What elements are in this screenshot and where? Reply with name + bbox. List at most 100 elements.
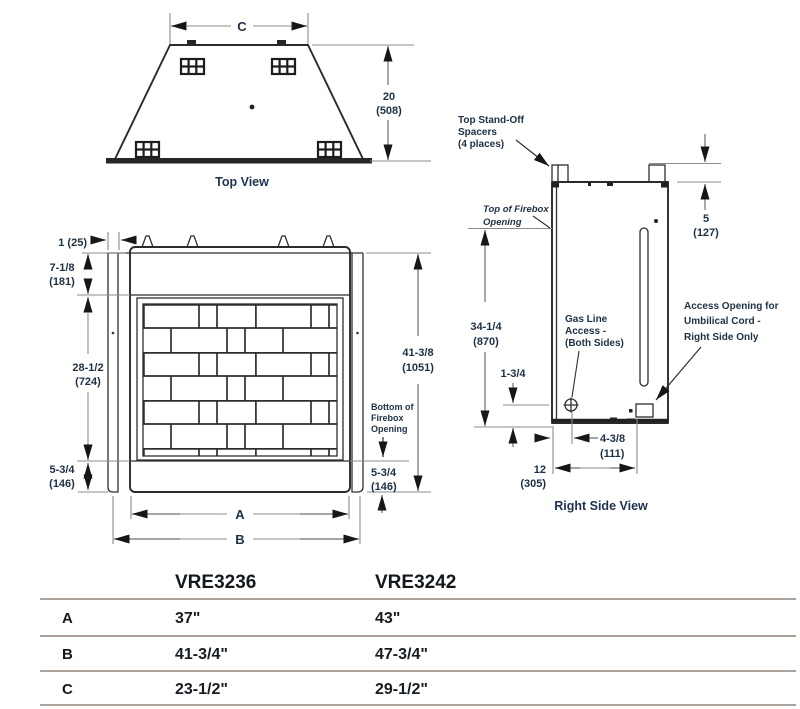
row-value-vre3236: 37" [175, 610, 201, 627]
dim-gas-offset-value: 4-3/8 [600, 433, 625, 445]
top-clip [607, 182, 613, 186]
side-channel-slot [639, 227, 649, 387]
side-body-outline [551, 181, 669, 424]
dim-c-label: C [237, 19, 247, 34]
screw-dot [629, 409, 633, 413]
dim-firebox-height-value: 34-1/4 [470, 321, 502, 333]
dim-extension-lines [107, 232, 120, 250]
table-rule [40, 598, 796, 600]
corner-bracket [661, 182, 668, 188]
dim-topband-metric: (181) [49, 276, 75, 288]
right-side-view: 5 (127) Top Stand-Off Spacers (4 places)… [458, 115, 779, 513]
base-clip [610, 417, 617, 420]
dim-hearth-left-value: 5-3/4 [49, 464, 75, 476]
dim-extension-lines [169, 13, 309, 44]
dimension-drawing: C 20 (508) Top View [49, 13, 779, 547]
dim-extension-lines [649, 162, 721, 183]
nailing-flanges [107, 253, 364, 493]
dim-gas-height-label: 1-3/4 [500, 368, 526, 380]
dim-topband-value: 7-1/8 [49, 262, 74, 274]
row-value-vre3236: 23-1/2" [175, 681, 228, 698]
vent-grille [134, 140, 161, 159]
side-view-title: Right Side View [554, 499, 648, 513]
table-column-header-2: VRE3242 [375, 572, 457, 593]
row-label: A [62, 610, 73, 627]
dim-depth-value: 20 [383, 91, 395, 103]
note-bottom-firebox-line3: Opening [371, 424, 408, 434]
vent-grille [270, 57, 297, 76]
top-view-front-edge [106, 158, 372, 164]
label-umbilical-line1: Access Opening for [684, 301, 779, 312]
label-umbilical-line3: Right Side Only [684, 332, 759, 343]
row-value-vre3242: 43" [375, 610, 401, 627]
top-view: C 20 (508) Top View [106, 13, 431, 189]
note-bottom-firebox-line2: Firebox [371, 413, 404, 423]
dim-opening-value: 28-1/2 [72, 362, 103, 374]
vent-grille [316, 140, 343, 159]
label-gas-line3: (Both Sides) [565, 338, 624, 349]
dim-spacer-value: 5 [703, 213, 709, 225]
standoff-spacer [648, 164, 666, 183]
dim-extension-lines [366, 252, 431, 493]
table-rule [40, 670, 796, 672]
dim-extension-lines [77, 460, 409, 493]
dim-overall-metric: (1051) [402, 362, 434, 374]
table-column-header-1: VRE3236 [175, 572, 257, 593]
dim-hearth-right-metric: (146) [371, 481, 397, 493]
dim-extension-lines [112, 496, 361, 544]
top-view-title: Top View [215, 175, 269, 189]
umbilical-opening [635, 403, 654, 418]
label-spacers-line2: Spacers [458, 127, 497, 138]
dim-depth-metric: (508) [376, 105, 402, 117]
flange-hole [111, 331, 115, 335]
top-clip [588, 182, 591, 186]
row-value-vre3242: 47-3/4" [375, 646, 428, 663]
corner-bracket [552, 182, 559, 188]
dimension-table: VRE3236 VRE3242 A 37" 43" B 41-3/4" 47-3… [40, 570, 796, 709]
center-hole [249, 104, 255, 110]
front-body-outline [129, 246, 351, 493]
dim-hearth-left-metric: (146) [49, 478, 75, 490]
base-clip [627, 418, 635, 422]
standoff-spacer [551, 164, 569, 183]
table-rule [40, 704, 796, 706]
dim-overall-value: 41-3/8 [402, 347, 433, 359]
dim-spacer-metric: (127) [693, 227, 719, 239]
top-tab [277, 40, 286, 45]
dim-extension-lines [312, 44, 431, 162]
dim-b-label: B [235, 532, 244, 547]
top-tab [187, 40, 196, 45]
label-umbilical-line2: Umbilical Cord - [684, 316, 761, 327]
label-top-firebox-line2: Opening [483, 217, 522, 228]
vent-grille [179, 57, 206, 76]
dim-a-label: A [235, 507, 245, 522]
label-spacers-leader [515, 139, 550, 167]
screw-dot [654, 219, 658, 223]
label-spacers-line3: (4 places) [458, 139, 504, 150]
brick-liner [143, 304, 337, 456]
label-umbilical-leader [655, 346, 702, 401]
dim-firebox-height-metric: (870) [473, 336, 499, 348]
dim-gas-offset-metric: (111) [600, 448, 625, 460]
dim-depth-value: 12 [534, 464, 546, 476]
label-gas-line2: Access - [565, 326, 606, 337]
front-view: 1 (25) 7-1/8 (181) 28-1/2 (724) 5-3/4 (1… [49, 232, 434, 547]
dim-flange-label: 1 (25) [58, 237, 87, 249]
label-gas-leader [571, 350, 580, 398]
dim-opening-metric: (724) [75, 376, 101, 388]
label-top-firebox-line1: Top of Firebox [483, 204, 549, 215]
opening-frame-outer [136, 297, 344, 461]
label-spacers-line1: Top Stand-Off [458, 115, 525, 126]
note-bottom-firebox-line1: Bottom of [371, 402, 414, 412]
label-top-firebox-leader [532, 215, 551, 229]
dim-extension-lines [552, 419, 638, 474]
opening-frame-inner [142, 303, 338, 457]
label-gas-line1: Gas Line [565, 314, 608, 325]
dim-hearth-right-value: 5-3/4 [371, 467, 397, 479]
row-label: C [62, 681, 73, 698]
row-value-vre3236: 41-3/4" [175, 646, 228, 663]
table-rule [40, 635, 796, 637]
gas-line-crosshair [563, 397, 579, 413]
row-label: B [62, 646, 73, 663]
